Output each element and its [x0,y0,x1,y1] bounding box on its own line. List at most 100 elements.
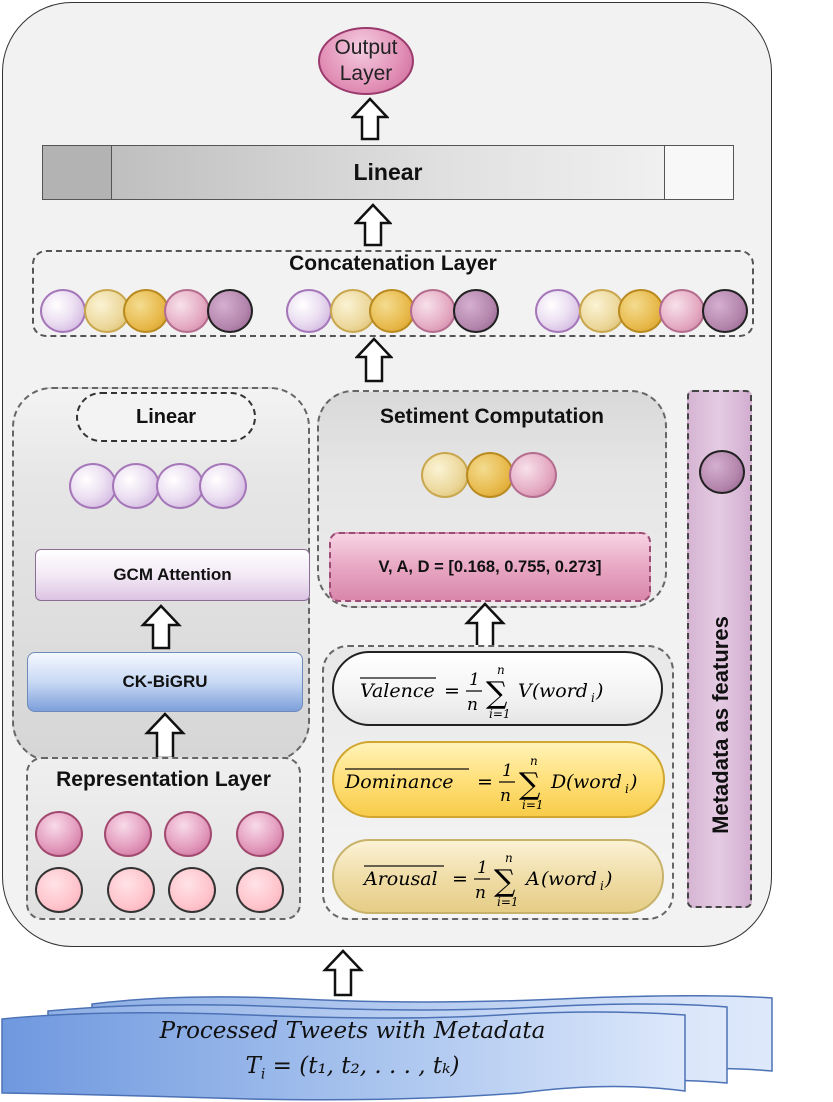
token-embedding-node [35,867,83,913]
metadata-node [699,450,745,494]
formula-name: Dominance [344,771,453,793]
dominance-formula-math: Dominance = 1 n n ∑ i=1 D ( word i ) [344,754,637,812]
up-arrow-icon [144,712,186,760]
metadata-features-label: Metadata as features [708,616,733,834]
output-layer-line1: Output [334,35,398,59]
formula-sub: i [591,691,595,705]
up-arrow-icon [464,602,506,650]
feature-node [369,289,415,333]
token-embedding-node [168,867,216,913]
formula-sum-upper: n [505,851,513,865]
token-embedding-node [236,811,284,857]
input-seq-sub: i [260,1066,266,1083]
input-title: Processed Tweets with Metadata [159,1018,546,1044]
vad-values-box: V, A, D = [0.168, 0.755, 0.273] [329,532,651,602]
feature-node [659,289,705,333]
svg-text:): ) [595,680,603,702]
formula-denominator: n [500,786,511,806]
top-linear-label: Linear [112,146,665,199]
feature-node [618,289,664,333]
vad-node [509,452,557,498]
input-seq-lhs: T [245,1053,261,1079]
svg-text:(: ( [532,680,540,702]
up-arrow-icon [322,949,364,997]
vad-node [421,452,469,498]
formula-fn: A [524,868,540,890]
token-embedding-node [164,811,212,857]
up-arrow-icon [351,97,389,141]
sigma-icon: ∑ [519,767,541,802]
svg-text:(: ( [541,868,549,890]
encoder-output-node [69,463,117,509]
input-sequence: Ti = (t₁, t₂, . . . , tₖ) [0,1053,705,1083]
representation-layer-title: Representation Layer [56,768,271,791]
formula-numerator: 1 [502,761,513,781]
feature-node [535,289,581,333]
feature-node [579,289,625,333]
formula-sum-upper: n [497,663,505,677]
feature-node [410,289,456,333]
vad-node [466,452,514,498]
valence-formula-math: Valence = 1 n n ∑ i=1 V ( word i ) [359,663,603,721]
output-layer-node: Output Layer [318,27,414,95]
formula-sum-lower: i=1 [497,895,519,909]
encoder-output-node [199,463,247,509]
concatenation-layer-box [32,250,754,337]
metadata-node [207,289,253,333]
linear-segment-left [43,146,112,199]
formula-numerator: 1 [469,670,480,690]
linear-segment-right [665,146,733,199]
input-seq-rhs: = (t₁, t₂, . . . , tₖ) [272,1053,460,1079]
feature-node [84,289,130,333]
feature-node [40,289,86,333]
metadata-features-text: Metadata as features [708,616,733,834]
formula-fn: V [518,680,534,702]
formula-name: Arousal [362,868,438,890]
dominance-formula: Dominance = 1 n n ∑ i=1 D ( word i ) [332,741,665,818]
top-linear-layer: Linear [42,145,734,200]
concatenation-layer-title: Concatenation Layer [289,252,497,275]
token-embedding-node [107,867,155,913]
formula-sub: i [625,782,629,796]
formula-sum-lower: i=1 [522,798,544,812]
formula-name: Valence [360,680,435,702]
feature-node [123,289,169,333]
formula-sum-upper: n [530,754,538,768]
input-documents [1,995,773,1101]
svg-text:(: ( [566,771,574,793]
formula-equals: = [444,680,460,702]
formula-sub: i [600,879,604,893]
up-arrow-icon [355,337,393,383]
svg-text:): ) [629,771,637,793]
feature-node [286,289,332,333]
arousal-formula: Arousal = 1 n n ∑ i=1 A ( word i ) [332,839,664,914]
formula-numerator: 1 [477,858,488,878]
formula-arg: word [573,771,622,793]
ckbigru-block: CK-BiGRU [27,652,303,712]
formula-denominator: n [467,695,478,715]
token-embedding-node [104,811,152,857]
sigma-icon: ∑ [494,864,516,899]
formula-denominator: n [475,883,486,903]
arousal-formula-math: Arousal = 1 n n ∑ i=1 A ( word i ) [362,851,612,909]
feature-node [164,289,210,333]
token-embedding-node [35,811,83,857]
formula-equals: = [452,868,468,890]
token-embedding-node [236,867,284,913]
output-layer-line2: Layer [339,62,393,85]
encoder-output-node [156,463,204,509]
sigma-icon: ∑ [486,676,508,711]
sentiment-computation-title: Setiment Computation [380,405,604,428]
svg-text:): ) [604,868,612,890]
formula-arg: word [539,680,588,702]
up-arrow-icon [354,203,392,247]
formula-fn: D [550,771,566,793]
formula-equals: = [477,771,493,793]
up-arrow-icon [140,604,182,650]
encoder-linear-layer: Linear [76,392,256,442]
valence-formula: Valence = 1 n n ∑ i=1 V ( word i ) [332,651,663,726]
metadata-node [702,289,748,333]
encoder-output-node [112,463,160,509]
formula-arg: word [548,868,597,890]
metadata-node [453,289,499,333]
